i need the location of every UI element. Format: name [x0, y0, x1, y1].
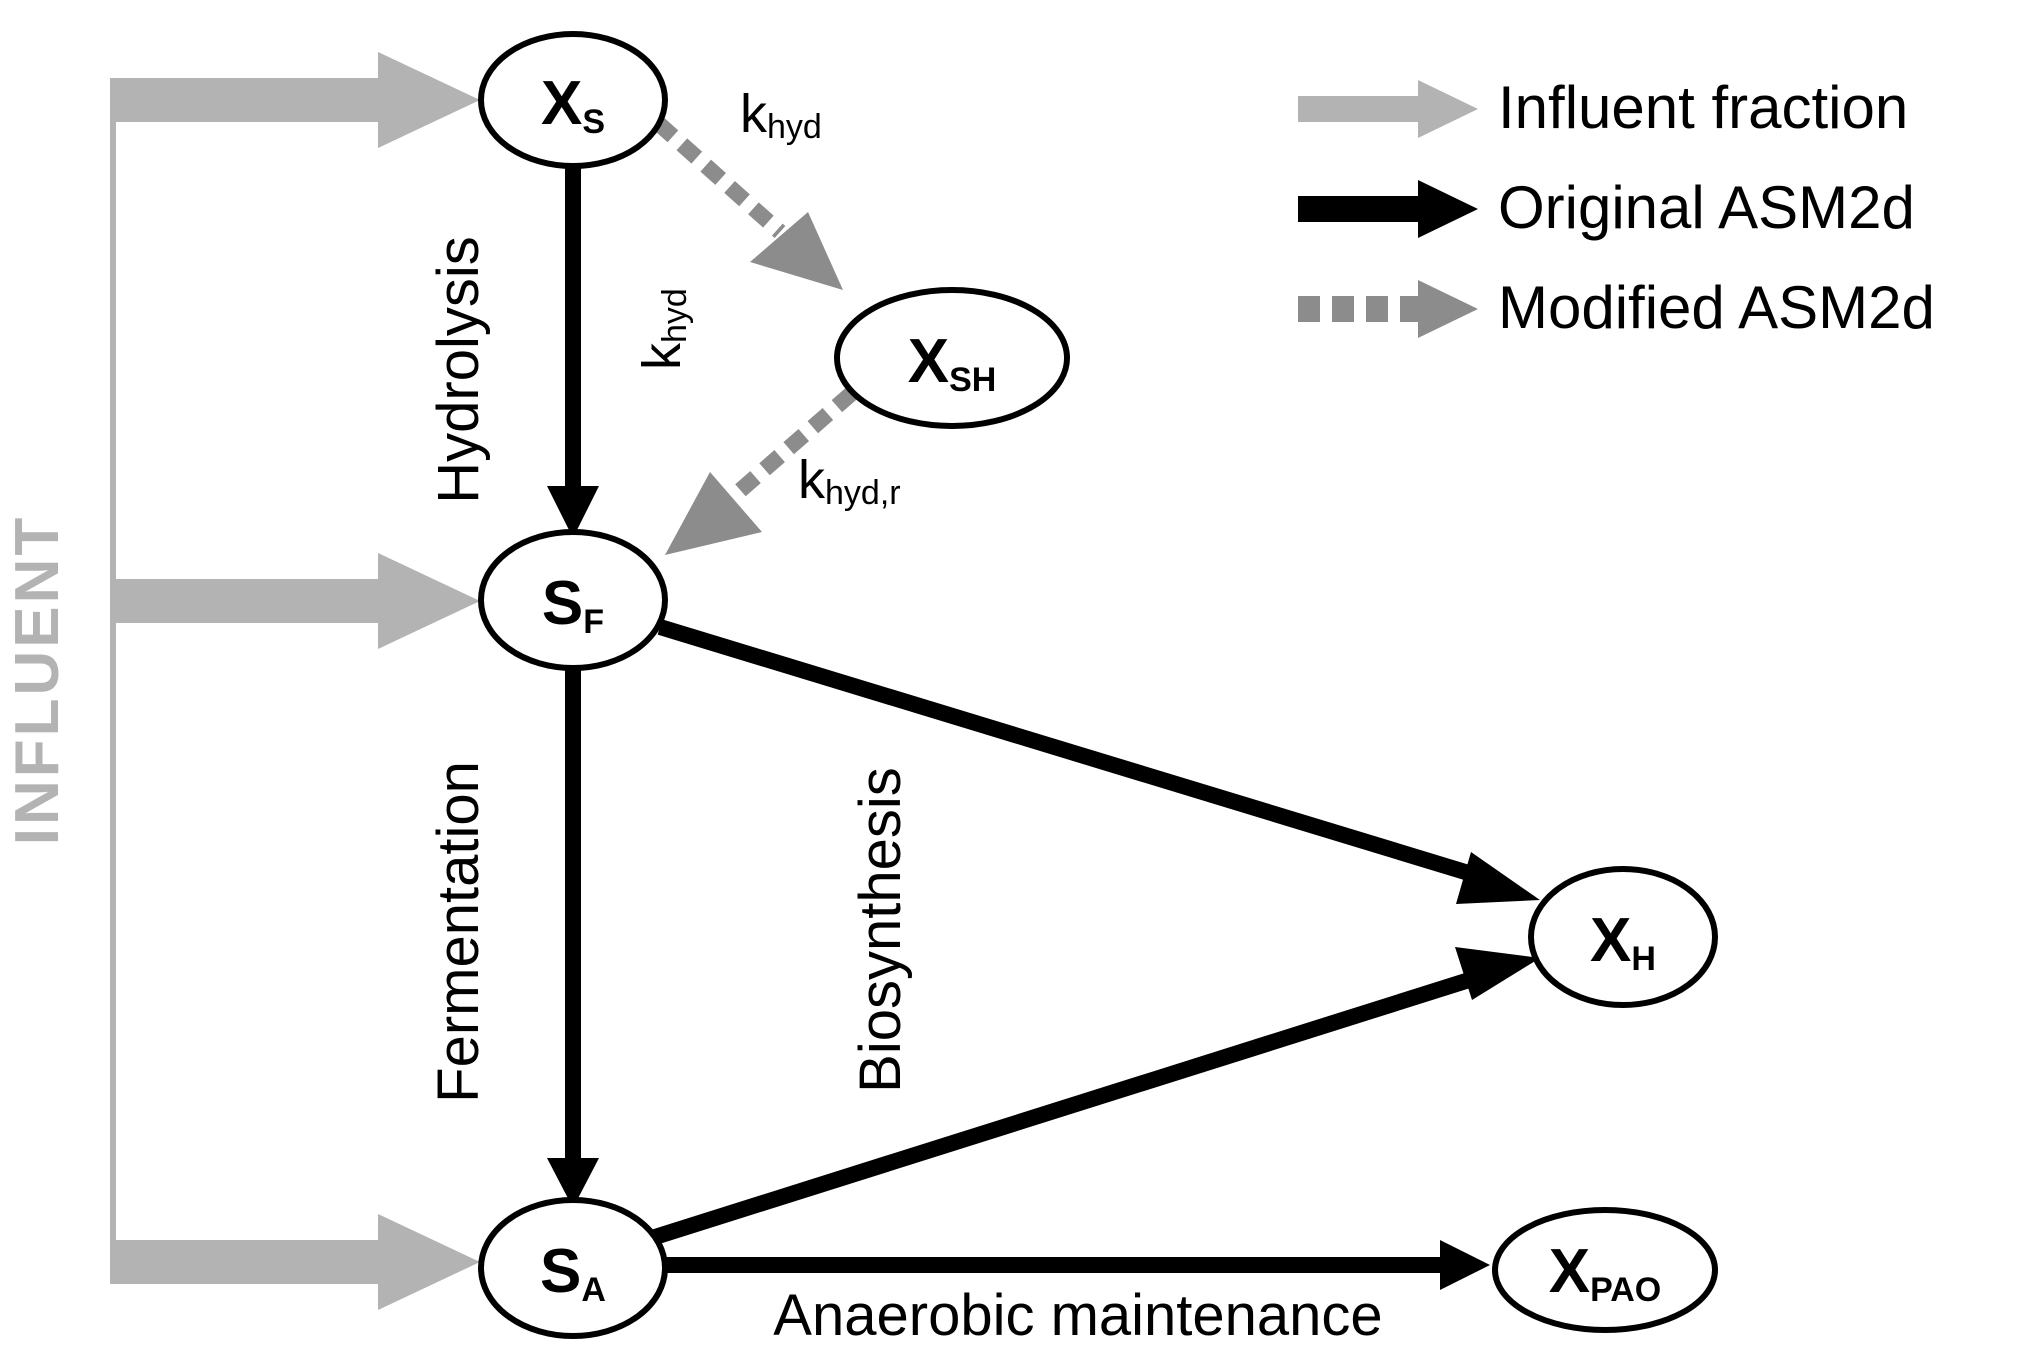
node-sf-main: S [542, 569, 583, 638]
legend-original-asm2d: Original ASM2d [1298, 174, 1915, 241]
label-k-hyd-r: khyd,r [798, 450, 901, 512]
arrow-sf-to-xh [657, 619, 1540, 904]
node-sf: SF [478, 529, 668, 671]
node-xsh-ellipse [834, 287, 1070, 429]
influent-arrow-to-sf [110, 553, 480, 649]
node-sf-ellipse [478, 529, 668, 671]
k-hyd-top-sub: hyd [767, 108, 822, 146]
node-sa: SA [478, 1197, 668, 1339]
node-xh-label: XH [1590, 906, 1656, 978]
node-xs: XS [478, 31, 668, 169]
label-biosynthesis: Biosynthesis [848, 767, 913, 1093]
arrow-sf-to-sa [547, 668, 599, 1208]
node-sf-label: SF [542, 569, 604, 641]
label-k-hyd-top: khyd [740, 84, 822, 146]
influent-label: INFLUENT [3, 515, 72, 846]
legend-original-arrow [1298, 180, 1478, 238]
legend-original-asm2d-label: Original ASM2d [1498, 174, 1915, 241]
node-xpao-label: XPAO [1549, 1237, 1662, 1309]
legend-modified-arrow [1298, 280, 1478, 338]
node-xs-sub: S [582, 103, 605, 141]
legend-modified-asm2d: Modified ASM2d [1298, 274, 1935, 341]
node-sa-ellipse [478, 1197, 668, 1339]
legend-modified-asm2d-label: Modified ASM2d [1498, 274, 1935, 341]
label-fermentation: Fermentation [426, 761, 491, 1103]
arrow-xsh-to-sf [665, 386, 858, 555]
k-hyd-top-main: k [740, 84, 768, 144]
label-k-hyd-side: khyd [632, 288, 694, 370]
legend-influent-arrow [1298, 80, 1478, 138]
original-asm2d-arrows [547, 160, 1540, 1290]
k-hyd-side-sub: hyd [656, 288, 694, 343]
legend-influent-fraction: Influent fraction [1298, 74, 1908, 141]
arrow-xs-to-xsh [652, 117, 843, 290]
arrow-sa-to-xpao [665, 1240, 1490, 1290]
node-xsh-main: X [908, 327, 949, 396]
node-xh-main: X [1590, 906, 1631, 975]
influent-arrows: INFLUENT [3, 52, 480, 1310]
node-xpao: XPAO [1492, 1207, 1718, 1333]
node-sa-sub: A [581, 1271, 606, 1309]
node-xpao-main: X [1549, 1237, 1590, 1306]
node-xsh-sub: SH [949, 361, 996, 399]
node-xh-sub: H [1631, 940, 1656, 978]
node-xpao-ellipse [1492, 1207, 1718, 1333]
legend: Influent fraction Original ASM2d Modifie… [1298, 74, 1935, 341]
k-hyd-r-sub: hyd,r [825, 474, 901, 512]
node-xsh-label: XSH [908, 327, 997, 399]
modified-asm2d-arrows [652, 117, 858, 555]
node-xsh: XSH [834, 287, 1070, 429]
node-xh-ellipse [1528, 866, 1718, 1008]
k-hyd-r-main: k [798, 450, 826, 510]
node-sf-sub: F [583, 603, 604, 641]
k-hyd-side-main: k [632, 342, 692, 370]
influent-arrow-to-xs [110, 52, 480, 148]
node-xh: XH [1528, 866, 1718, 1008]
node-xs-ellipse [478, 31, 668, 169]
arrow-sa-to-xh [652, 947, 1540, 1245]
node-xs-label: XS [541, 69, 605, 141]
arrow-xs-to-sf [547, 160, 599, 538]
label-anaerobic-maintenance: Anaerobic maintenance [773, 1283, 1382, 1348]
node-sa-main: S [540, 1237, 581, 1306]
node-xs-main: X [541, 69, 582, 138]
node-xpao-sub: PAO [1590, 1271, 1661, 1309]
label-hydrolysis: Hydrolysis [426, 236, 491, 504]
influent-arrow-to-sa [110, 1214, 480, 1310]
node-sa-label: SA [540, 1237, 606, 1309]
legend-influent-fraction-label: Influent fraction [1498, 74, 1908, 141]
